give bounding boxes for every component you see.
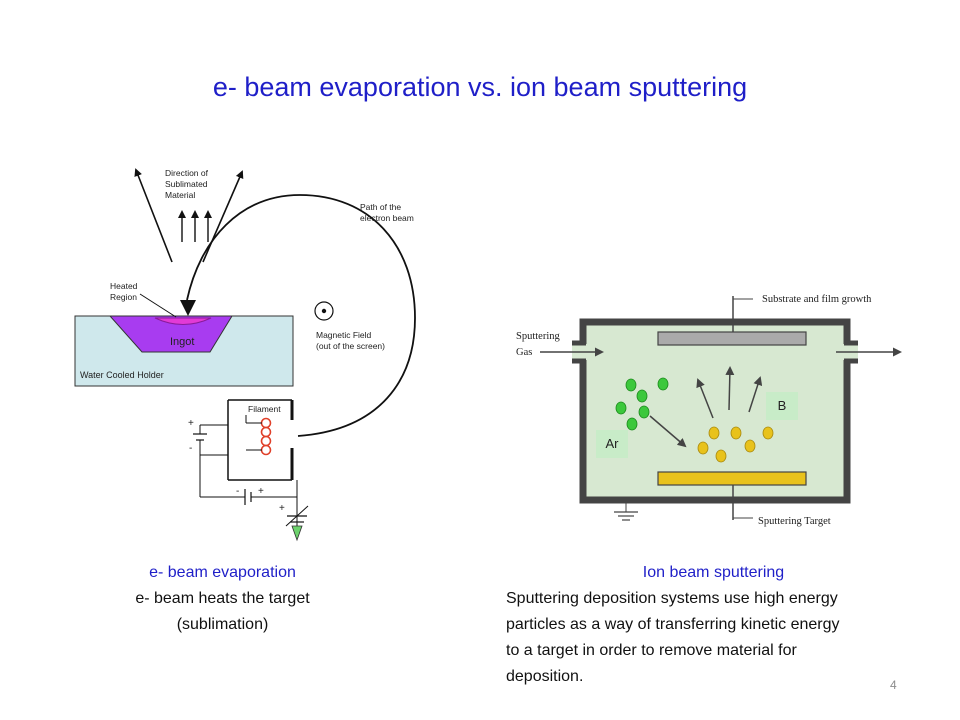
sublimation-arrow (202, 170, 244, 263)
direction-label-2: Sublimated (165, 179, 208, 189)
sputter-arrow (725, 366, 735, 411)
plus-sign: + (258, 486, 264, 497)
right-caption-line: to a target in order to remove material … (506, 642, 797, 659)
right-caption-heading: Ion beam sputtering (642, 564, 785, 581)
substrate-label: Substrate and film growth (762, 294, 872, 305)
path-label-2: electron beam (360, 213, 414, 223)
heated-region (154, 317, 212, 325)
ion-impact-arrow (649, 415, 687, 448)
filament-label: Filament (248, 404, 281, 414)
ground-icon (291, 525, 303, 542)
plus-sign: + (279, 503, 285, 514)
left-caption-body: e- beam heats the target (sublimation) (100, 586, 345, 638)
substrate (657, 331, 807, 346)
electron-beam-arrowhead (180, 300, 196, 316)
gas-label-2: Gas (516, 347, 532, 358)
b-tag: B (766, 392, 798, 420)
sputtering-diagram (540, 296, 902, 521)
ar-tag: Ar (596, 430, 628, 458)
left-caption-line: (sublimation) (176, 616, 269, 633)
chamber (579, 318, 851, 504)
right-caption-line: particles as a way of transferring kinet… (506, 616, 840, 633)
slide-title: e- beam evaporation vs. ion beam sputter… (212, 72, 748, 102)
gas-label-1: Sputtering (516, 331, 560, 342)
right-caption-line: Sputtering deposition systems use high e… (506, 590, 838, 607)
sputter-arrow (696, 378, 714, 419)
target-particles (697, 426, 774, 463)
filament-coil (260, 417, 272, 456)
electron-beam-path (186, 194, 416, 437)
minus-sign: - (236, 486, 239, 497)
path-label-1: Path of the (360, 202, 401, 212)
page-number: 4 (890, 678, 897, 692)
ingot (108, 315, 233, 353)
left-caption-line: e- beam heats the target (135, 590, 310, 607)
target-label: Sputtering Target (758, 516, 831, 527)
sputtering-target (657, 471, 807, 486)
magnetic-label-1: Magnetic Field (316, 330, 372, 340)
magnetic-field-icon (314, 301, 334, 321)
ebeam-diagram (74, 168, 416, 542)
minus-sign: - (189, 443, 192, 454)
heated-label-2: Region (110, 292, 137, 302)
plus-sign: + (188, 418, 194, 429)
direction-label-3: Material (165, 190, 195, 200)
magnetic-label-2: (out of the screen) (316, 341, 385, 351)
right-caption-body: Sputtering deposition systems use high e… (506, 586, 936, 690)
left-caption-heading: e- beam evaporation (149, 564, 296, 581)
holder-label: Water Cooled Holder (80, 370, 164, 380)
right-caption-line: deposition. (506, 668, 584, 685)
direction-label-1: Direction of (165, 168, 209, 178)
heated-label-1: Heated (110, 281, 138, 291)
ingot-label: Ingot (170, 336, 194, 348)
ar-particles (615, 377, 669, 431)
sublimation-arrow (134, 168, 173, 263)
sputter-arrow (748, 376, 763, 413)
